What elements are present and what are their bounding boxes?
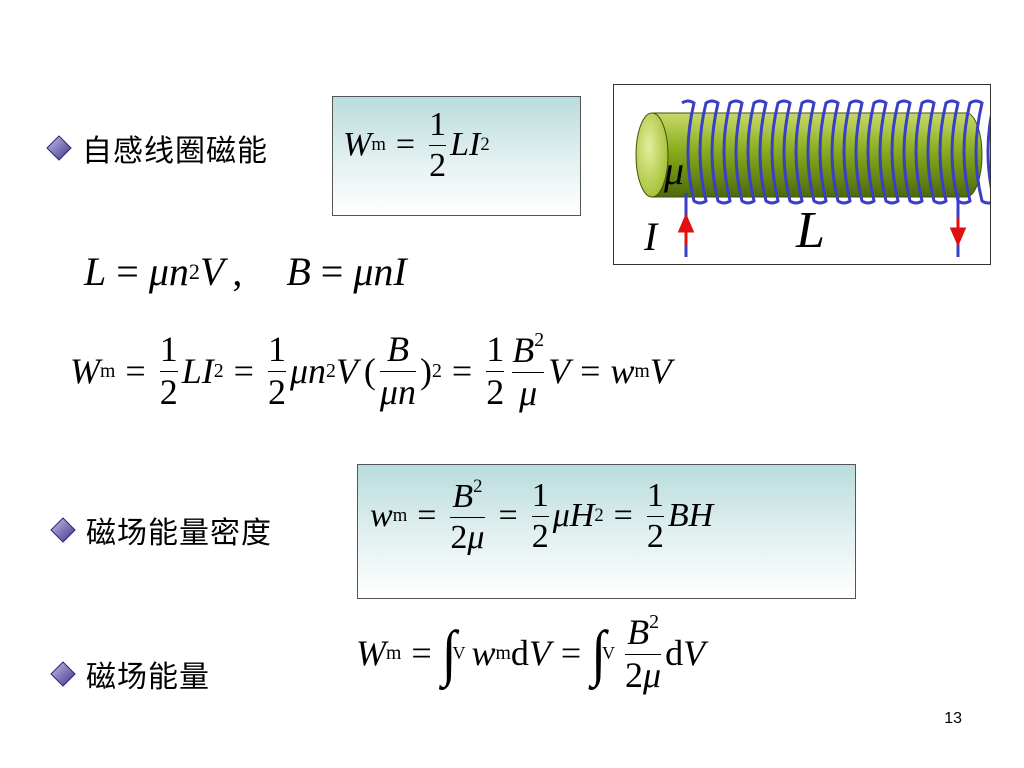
current-label: I — [644, 214, 658, 259]
current-arrows — [677, 213, 967, 247]
diamond-bullet-icon — [50, 517, 76, 543]
bullet-label: 自感线圈磁能 — [82, 134, 268, 169]
bullet-field-energy: 磁场能量 — [50, 652, 210, 696]
diamond-bullet-icon — [46, 135, 72, 161]
inductance-label: L — [796, 202, 825, 259]
bullet-label: 磁场能量 — [86, 660, 210, 695]
solenoid-diagram: μ I L — [613, 84, 1007, 265]
solenoid-figure — [635, 99, 1007, 257]
diamond-bullet-icon — [50, 661, 76, 687]
page-number: 13 — [944, 710, 962, 727]
bullet-label: 磁场能量密度 — [86, 516, 272, 551]
bullet-energy-density: 磁场能量密度 — [50, 508, 272, 552]
bullet-self-inductance: 自感线圈磁能 — [46, 126, 268, 170]
mu-label: μ — [664, 148, 685, 193]
